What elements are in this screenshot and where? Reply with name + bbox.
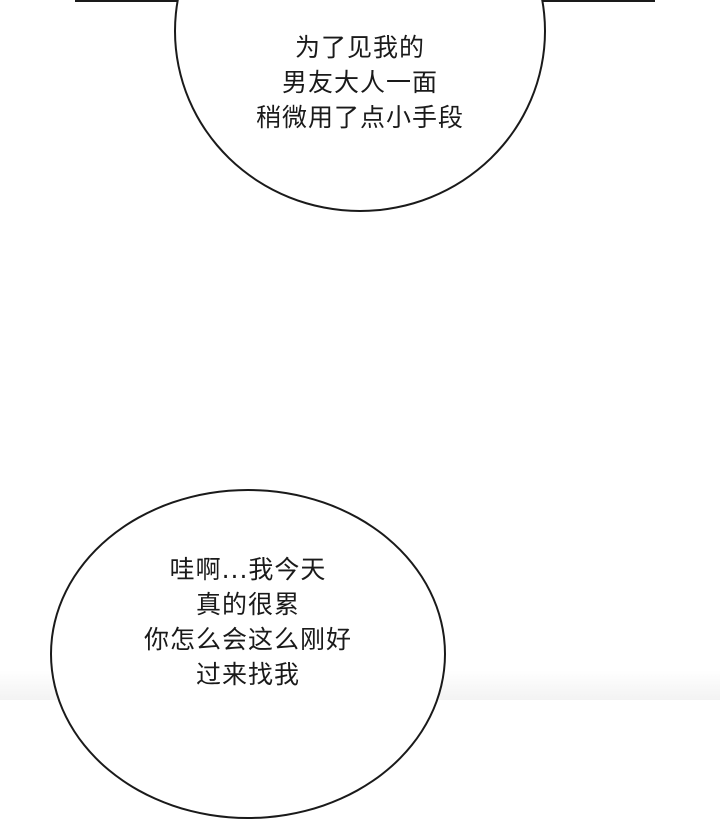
bubble-line: 哇啊...我今天 xyxy=(169,555,327,584)
bubble-line: 男友大人一面 xyxy=(281,68,438,97)
bubble-line: 为了见我的 xyxy=(294,33,425,62)
speech-bubble-bottom-text: 哇啊...我今天 真的很累 你怎么会这么刚好 过来找我 xyxy=(50,552,446,692)
bubble-line: 过来找我 xyxy=(195,660,300,689)
bubble-line: 真的很累 xyxy=(195,590,300,619)
panel-border-top-left xyxy=(75,0,195,2)
panel-border-top-right xyxy=(530,0,655,2)
bubble-line: 稍微用了点小手段 xyxy=(255,103,464,132)
bubble-line: 你怎么会这么刚好 xyxy=(143,625,352,654)
speech-bubble-top-text: 为了见我的 男友大人一面 稍微用了点小手段 xyxy=(174,30,546,135)
